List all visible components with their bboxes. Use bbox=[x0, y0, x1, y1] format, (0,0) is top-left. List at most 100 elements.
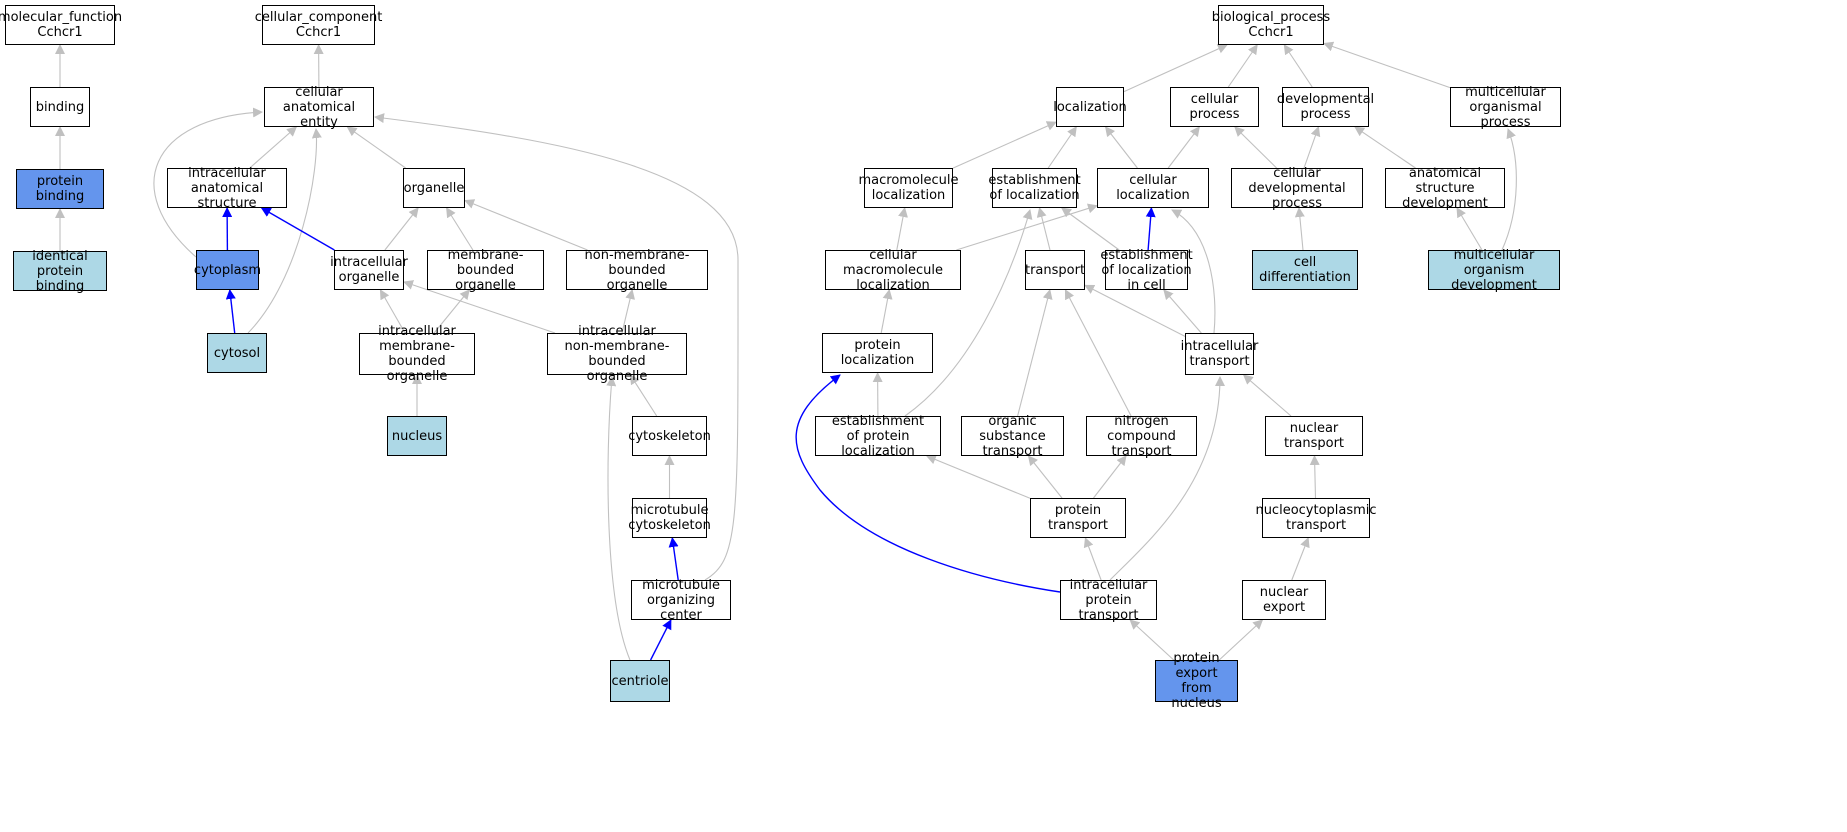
node-identical-protein-binding[interactable]: identical protein binding bbox=[13, 249, 107, 294]
edge-intracellular-protein-transport-to-protein-transport bbox=[1083, 537, 1102, 581]
node-intracellular-transport[interactable]: intracellular transport bbox=[1181, 333, 1258, 375]
edge-centriole-to-microtubule-organizing-center bbox=[649, 619, 672, 661]
node-nucleocytoplasmic-transport[interactable]: nucleocytoplasmic transport bbox=[1255, 498, 1377, 538]
edge-establishment-of-localization-in-cell-to-cellular-localization bbox=[1145, 207, 1156, 251]
edge-macromolecule-localization-to-localization bbox=[952, 121, 1057, 169]
edge-microtubule-organizing-center-to-microtubule-cytoskeleton bbox=[668, 537, 679, 581]
node-cc-root[interactable]: cellular_component Cchcr1 bbox=[255, 5, 382, 45]
edge-establishment-of-localization-to-localization bbox=[1047, 126, 1077, 169]
node-protein-export-from-nucleus[interactable]: protein export from nucleus bbox=[1155, 651, 1238, 711]
edge-cellular-localization-to-cellular-process bbox=[1167, 126, 1200, 169]
edge-cytoplasm-to-cellular-anatomical-entity bbox=[153, 107, 263, 258]
edge-transport-to-establishment-of-localization bbox=[1036, 207, 1051, 251]
edge-protein-transport-to-organic-substance-transport bbox=[1027, 455, 1063, 499]
node-intracellular-membrane-bounded-organelle[interactable]: intracellular membrane-bounded organelle bbox=[359, 324, 475, 384]
node-mf-root[interactable]: molecular_function Cchcr1 bbox=[0, 5, 122, 45]
node-multicellular-organism-development[interactable]: multicellular organism development bbox=[1428, 248, 1560, 293]
node-intracellular-protein-transport[interactable]: intracellular protein transport bbox=[1060, 578, 1157, 623]
node-cellular-developmental-process[interactable]: cellular developmental process bbox=[1231, 166, 1363, 211]
edge-nucleocytoplasmic-transport-to-nuclear-transport bbox=[1309, 455, 1320, 499]
node-cytoplasm[interactable]: cytoplasm bbox=[194, 250, 261, 290]
edge-protein-transport-to-nitrogen-compound-transport bbox=[1093, 455, 1127, 499]
edge-cytosol-to-cellular-anatomical-entity bbox=[247, 128, 322, 334]
node-intracellular-non-membrane-bounded-organelle[interactable]: intracellular non-membrane-bounded organ… bbox=[547, 324, 687, 384]
node-establishment-of-localization[interactable]: establishment of localization bbox=[988, 168, 1081, 208]
node-transport[interactable]: transport bbox=[1025, 250, 1085, 290]
node-protein-localization[interactable]: protein localization bbox=[822, 333, 933, 373]
edge-intracellular-anatomical-structure-to-cellular-anatomical-entity bbox=[249, 126, 298, 169]
edge-intracellular-protein-transport-to-intracellular-transport bbox=[1109, 376, 1225, 581]
node-microtubule-organizing-center[interactable]: microtubule organizing center bbox=[631, 578, 731, 623]
node-cellular-process[interactable]: cellular process bbox=[1170, 87, 1259, 127]
node-establishment-of-protein-localization[interactable]: establishment of protein localization bbox=[815, 414, 941, 459]
edge-multicellular-organismal-process-to-bp-root bbox=[1323, 41, 1451, 89]
edge-non-membrane-bounded-organelle-to-organelle bbox=[464, 199, 588, 251]
node-macromolecule-localization[interactable]: macromolecule localization bbox=[859, 168, 959, 208]
node-cellular-localization[interactable]: cellular localization bbox=[1097, 168, 1209, 208]
node-nucleus[interactable]: nucleus bbox=[387, 416, 447, 456]
node-multicellular-organismal-process[interactable]: multicellular organismal process bbox=[1450, 85, 1561, 130]
node-nuclear-transport[interactable]: nuclear transport bbox=[1265, 416, 1363, 456]
edge-intracellular-transport-to-establishment-of-localization-in-cell bbox=[1163, 289, 1202, 334]
node-non-membrane-bounded-organelle[interactable]: non-membrane-bounded organelle bbox=[566, 248, 708, 293]
edge-cellular-macromolecule-localization-to-cellular-localization bbox=[956, 203, 1098, 251]
edge-centriole-to-intracellular-non-membrane-bounded-organelle bbox=[606, 376, 631, 661]
edge-intracellular-non-membrane-bounded-organelle-to-intracellular-organelle bbox=[403, 280, 556, 334]
node-bp-root[interactable]: biological_process Cchcr1 bbox=[1212, 5, 1330, 45]
node-cytoskeleton[interactable]: cytoskeleton bbox=[628, 416, 711, 456]
edge-cellular-developmental-process-to-cellular-process bbox=[1234, 126, 1277, 169]
node-nuclear-export[interactable]: nuclear export bbox=[1242, 580, 1326, 620]
edge-cytosol-to-cytoplasm bbox=[225, 289, 236, 334]
edge-organelle-to-cellular-anatomical-entity bbox=[346, 126, 406, 169]
node-intracellular-anatomical-structure[interactable]: intracellular anatomical structure bbox=[167, 166, 287, 211]
node-cellular-macromolecule-localization[interactable]: cellular macromolecule localization bbox=[825, 248, 961, 293]
node-protein-binding[interactable]: protein binding bbox=[16, 169, 104, 209]
node-microtubule-cytoskeleton[interactable]: microtubule cytoskeleton bbox=[628, 498, 711, 538]
edge-cellular-process-to-bp-root bbox=[1227, 44, 1258, 88]
node-protein-transport[interactable]: protein transport bbox=[1030, 498, 1126, 538]
edge-cell-differentiation-to-cellular-developmental-process bbox=[1294, 207, 1305, 251]
edge-intracellular-transport-to-cellular-localization bbox=[1171, 209, 1216, 334]
node-cell-differentiation[interactable]: cell differentiation bbox=[1252, 250, 1358, 290]
edge-intracellular-protein-transport-to-protein-localization bbox=[795, 374, 1061, 593]
node-localization[interactable]: localization bbox=[1053, 87, 1127, 127]
edge-cellular-macromolecule-localization-to-macromolecule-localization bbox=[896, 207, 908, 251]
node-binding[interactable]: binding bbox=[30, 87, 90, 127]
edge-multicellular-organism-development-to-multicellular-organismal-process bbox=[1501, 128, 1517, 251]
edge-protein-localization-to-cellular-macromolecule-localization bbox=[880, 289, 893, 334]
edge-membrane-bounded-organelle-to-organelle bbox=[446, 207, 474, 251]
edge-cytoskeleton-to-intracellular-non-membrane-bounded-organelle bbox=[629, 374, 658, 417]
node-organic-substance-transport[interactable]: organic substance transport bbox=[961, 414, 1064, 459]
edge-protein-export-from-nucleus-to-intracellular-protein-transport bbox=[1129, 619, 1175, 661]
edge-microtubule-organizing-center-to-cellular-anatomical-entity bbox=[374, 113, 739, 581]
node-centriole[interactable]: centriole bbox=[610, 660, 670, 702]
node-intracellular-organelle[interactable]: intracellular organelle bbox=[330, 250, 408, 290]
edge-cellular-developmental-process-to-developmental-process bbox=[1303, 126, 1321, 169]
edge-protein-export-from-nucleus-to-nuclear-export bbox=[1218, 619, 1264, 661]
edge-localization-to-bp-root bbox=[1123, 44, 1228, 93]
edge-anatomical-structure-development-to-developmental-process bbox=[1354, 126, 1416, 169]
node-organelle[interactable]: organelle bbox=[403, 168, 465, 208]
edge-developmental-process-to-bp-root bbox=[1283, 44, 1313, 88]
edge-intracellular-organelle-to-organelle bbox=[384, 207, 419, 251]
node-nitrogen-compound-transport[interactable]: nitrogen compound transport bbox=[1086, 414, 1197, 459]
edge-establishment-of-protein-localization-to-establishment-of-localization bbox=[904, 209, 1033, 417]
node-developmental-process[interactable]: developmental process bbox=[1277, 87, 1374, 127]
node-membrane-bounded-organelle[interactable]: membrane-bounded organelle bbox=[427, 248, 544, 293]
edge-multicellular-organism-development-to-anatomical-structure-development bbox=[1456, 207, 1483, 251]
node-anatomical-structure-development[interactable]: anatomical structure development bbox=[1385, 166, 1505, 211]
edge-protein-transport-to-establishment-of-protein-localization bbox=[925, 454, 1031, 499]
edge-intracellular-membrane-bounded-organelle-to-intracellular-organelle bbox=[379, 289, 406, 334]
edge-intracellular-organelle-to-intracellular-anatomical-structure bbox=[260, 207, 335, 251]
edge-nitrogen-compound-transport-to-transport bbox=[1064, 289, 1132, 417]
node-cytosol[interactable]: cytosol bbox=[207, 333, 267, 373]
edge-intracellular-membrane-bounded-organelle-to-membrane-bounded-organelle bbox=[433, 289, 470, 334]
edge-cellular-localization-to-localization bbox=[1104, 126, 1138, 169]
edge-intracellular-non-membrane-bounded-organelle-to-non-membrane-bounded-organelle bbox=[621, 289, 635, 334]
edge-nuclear-transport-to-intracellular-transport bbox=[1242, 374, 1292, 417]
node-cellular-anatomical-entity[interactable]: cellular anatomical entity bbox=[264, 85, 374, 130]
node-establishment-of-localization-in-cell[interactable]: establishment of localization in cell bbox=[1100, 247, 1193, 293]
edge-intracellular-transport-to-transport bbox=[1084, 284, 1186, 337]
